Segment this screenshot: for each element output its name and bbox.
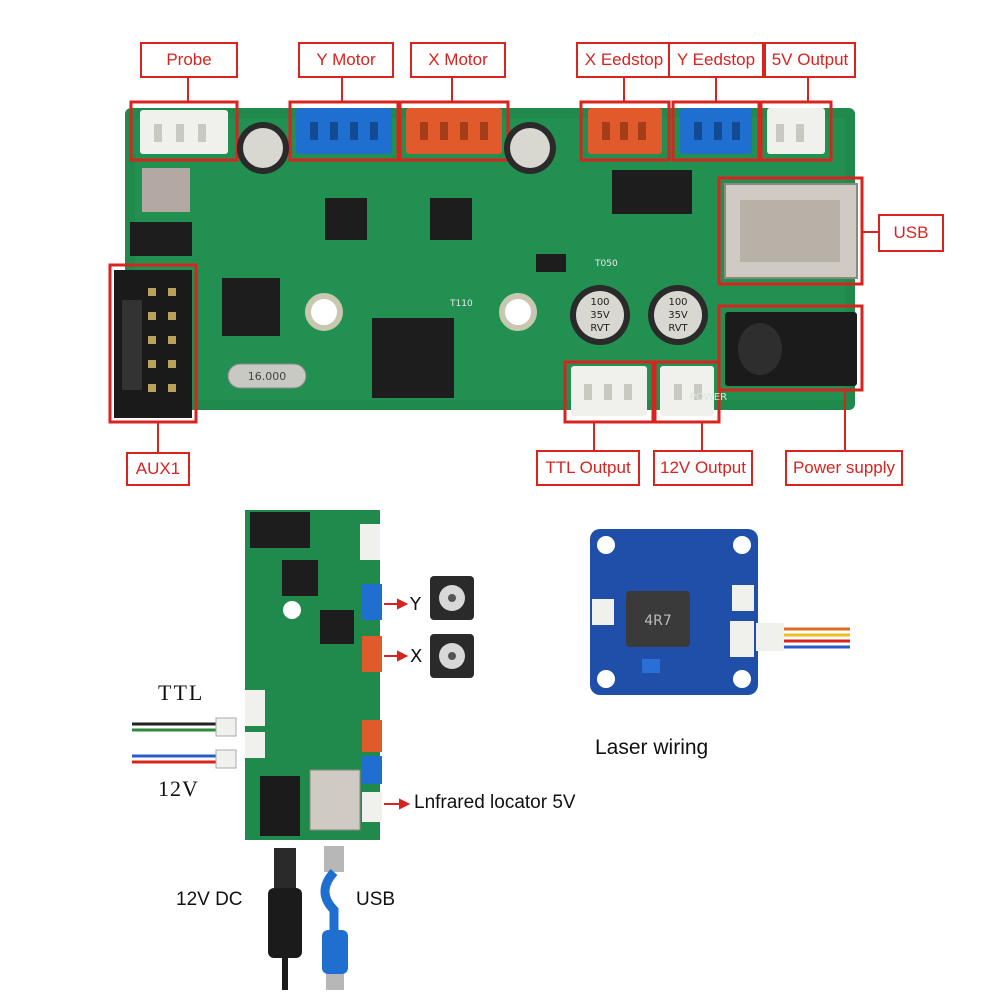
y-motor-connector <box>296 108 392 154</box>
y-connector-small <box>362 584 382 620</box>
capacitor-top-right <box>504 122 556 174</box>
t050-label: T050 <box>594 259 618 269</box>
regulator <box>372 318 454 398</box>
5v-output-label: 5V Output <box>764 42 856 78</box>
laser-wiring-text: Laser wiring <box>595 736 709 759</box>
cap-label-4: 100 <box>668 297 687 308</box>
y-motor-label: Y Motor <box>298 42 394 78</box>
power-silkscreen: POWER <box>690 392 727 403</box>
12v-cable <box>132 749 237 769</box>
power-supply-label: Power supply <box>785 450 903 486</box>
cap-label-5: 35V <box>668 310 688 321</box>
12v-text: 12V <box>158 776 199 801</box>
aux1-label: AUX1 <box>126 452 190 486</box>
capacitor-bottom-right <box>648 285 708 345</box>
ttl-cable <box>132 717 237 737</box>
cap-label-2: 35V <box>590 310 610 321</box>
probe-label: Probe <box>140 42 238 78</box>
laser-cable <box>756 623 850 651</box>
x-motor-connector <box>406 108 502 154</box>
inductor <box>626 591 690 647</box>
dc-plug <box>268 848 302 990</box>
stepper-motor-y <box>430 576 474 620</box>
y-endstop-label: Y Eedstop <box>668 42 764 78</box>
inductor-label: 4R7 <box>644 613 672 629</box>
usb-label: USB <box>878 214 944 252</box>
ttl-text: TTL <box>158 680 205 705</box>
driver-chip-x <box>430 198 472 240</box>
usb-cable <box>320 846 348 990</box>
x-connector-small <box>362 636 382 672</box>
cap-label-3: RVT <box>590 323 610 334</box>
12v-output-connector <box>660 366 714 416</box>
highlight-boxes <box>108 100 864 424</box>
capacitor-bottom-left <box>570 285 630 345</box>
mcu-chip <box>222 278 280 336</box>
12v-output-label: 12V Output <box>653 450 753 486</box>
crystal <box>227 363 307 389</box>
reset-button <box>142 168 190 212</box>
wiring-diagram: Y X <box>132 510 474 990</box>
laser-module: 4R7 <box>590 529 850 695</box>
crystal-label: 16.000 <box>248 370 287 383</box>
y-axis-label: Y <box>409 594 422 615</box>
ttl-output-label: TTL Output <box>536 450 640 486</box>
cap-label-6: RVT <box>668 323 688 334</box>
cap-label-1: 100 <box>590 297 609 308</box>
t050-chip <box>536 254 566 272</box>
logic-chip <box>612 170 692 214</box>
t110-label: T110 <box>449 299 473 309</box>
board-diagram: 100 35V RVT 100 35V RVT T050 T110 16.000… <box>108 78 878 452</box>
infrared-locator-text: Lnfrared locator 5V <box>414 792 576 813</box>
jumper-header <box>130 222 192 256</box>
usb-text: USB <box>356 889 396 910</box>
12v-dc-text: 12V DC <box>176 889 243 910</box>
x-endstop-label: X Eedstop <box>576 42 672 78</box>
stepper-motor-x <box>430 634 474 678</box>
capacitor-top-left <box>237 122 289 174</box>
x-axis-label: X <box>410 646 422 667</box>
driver-chip-y <box>325 198 367 240</box>
callout-lines <box>157 78 878 452</box>
x-motor-label: X Motor <box>410 42 506 78</box>
